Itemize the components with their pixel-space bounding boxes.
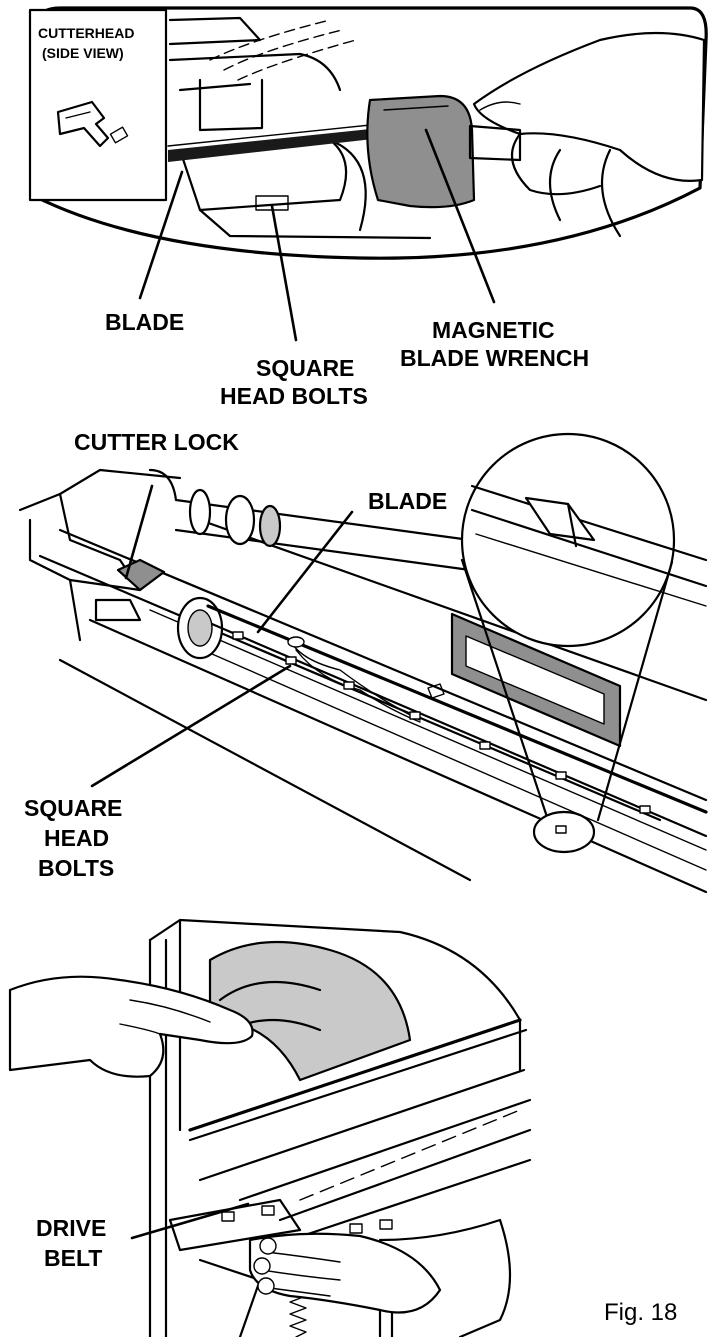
leader-blade-top bbox=[138, 170, 184, 300]
label-bolts-middle-line1: SQUARE bbox=[24, 795, 122, 821]
label-bolts-middle-line3: BOLTS bbox=[38, 855, 114, 881]
closeup-machine-body bbox=[168, 16, 432, 240]
label-bolts-top-line1: SQUARE bbox=[256, 355, 354, 381]
label-bolts-top-line2: HEAD BOLTS bbox=[220, 383, 368, 409]
inset-title-line1: CUTTERHEAD bbox=[38, 25, 134, 41]
leader-wrench-top bbox=[424, 128, 496, 304]
label-blade-middle: BLADE bbox=[368, 488, 447, 514]
figure-caption: Fig. 18 bbox=[604, 1299, 677, 1326]
label-wrench-top-line1: MAGNETIC bbox=[432, 317, 555, 343]
inset-title-line2: (SIDE VIEW) bbox=[42, 45, 124, 61]
closeup-blade bbox=[167, 123, 382, 162]
leader-blade-middle bbox=[256, 510, 354, 634]
left-frame bbox=[18, 468, 182, 642]
leader-bolts-middle bbox=[90, 664, 292, 788]
side-view-profile bbox=[56, 100, 129, 148]
label-drive-belt-line1: DRIVE bbox=[36, 1215, 106, 1241]
square-head-bolts-row bbox=[232, 631, 651, 814]
magnified-bolt-detail bbox=[460, 432, 708, 854]
leader-bolts-top bbox=[270, 204, 298, 342]
leader-cutter-lock bbox=[124, 484, 154, 580]
closeup-frame bbox=[32, 6, 708, 260]
closeup-magnetic-wrench bbox=[366, 94, 476, 209]
label-blade-top: BLADE bbox=[105, 309, 184, 335]
cutterhead-closeup: CUTTERHEAD (SIDE VIEW) bbox=[28, 6, 708, 260]
side-view-inset bbox=[28, 8, 168, 202]
label-wrench-top-line2: BLADE WRENCH bbox=[400, 345, 589, 371]
label-cutter-lock: CUTTER LOCK bbox=[74, 429, 239, 455]
leader-drive-belt bbox=[130, 1202, 250, 1240]
closeup-hand bbox=[468, 31, 706, 238]
blade-assembly-view bbox=[18, 432, 708, 894]
holding-hand bbox=[248, 1232, 442, 1314]
label-drive-belt-line2: BELT bbox=[44, 1245, 102, 1271]
cutter-lock-lever bbox=[116, 558, 166, 592]
label-bolts-middle-line2: HEAD bbox=[44, 825, 109, 851]
pointing-hand bbox=[8, 975, 254, 1078]
